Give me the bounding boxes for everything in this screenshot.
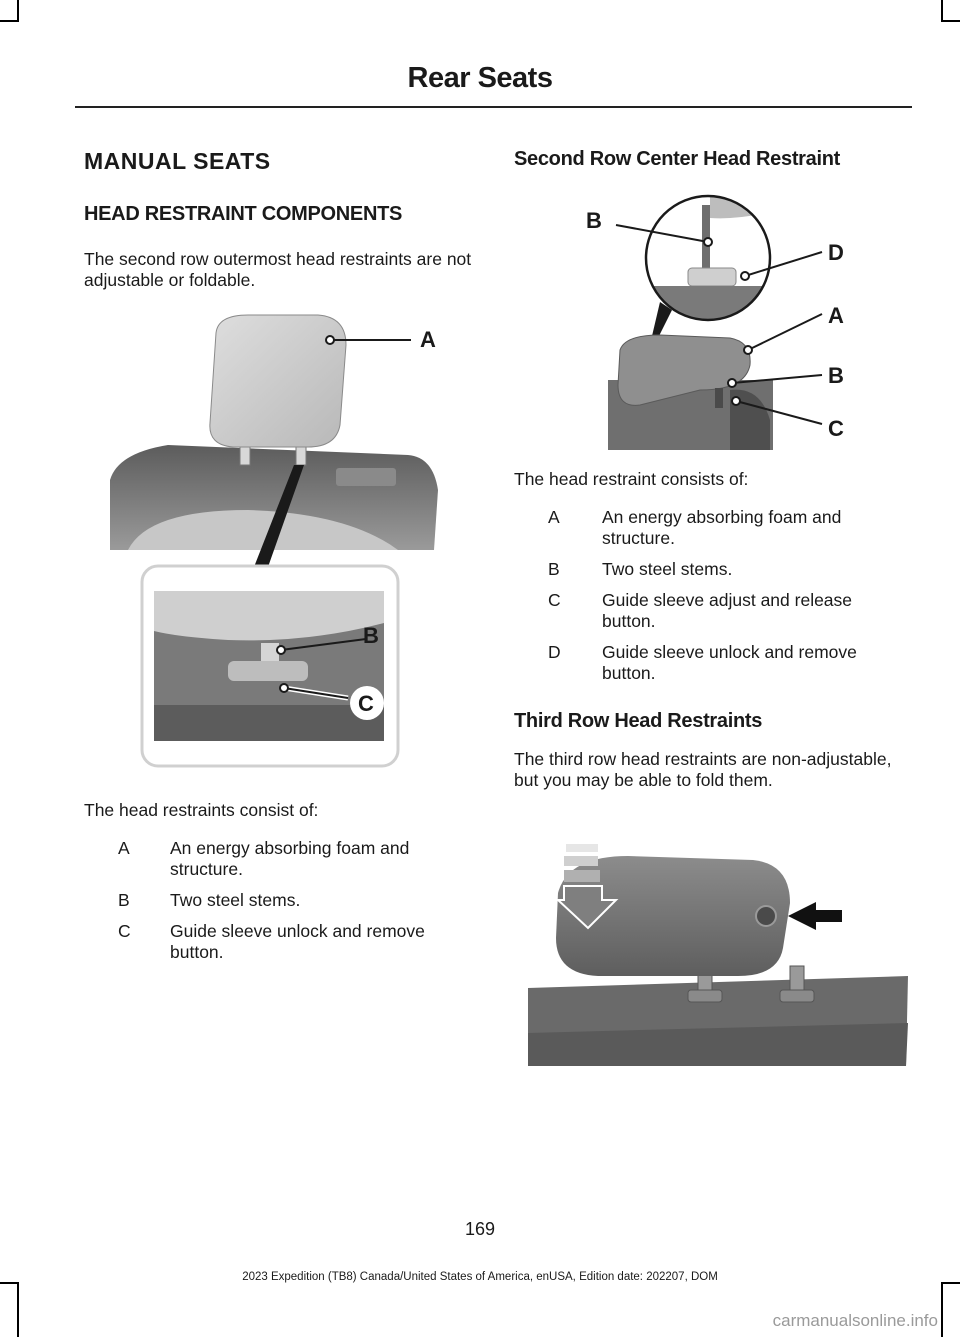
item-key: A — [548, 507, 560, 527]
callout-b: B — [586, 208, 602, 233]
edition-footer: 2023 Expedition (TB8) Canada/United Stat… — [242, 1271, 718, 1283]
center-restraint-title: Second Row Center Head Restraint — [514, 148, 841, 170]
list-intro: The head restraints consist of: — [84, 800, 319, 820]
page-header-title: Rear Seats — [407, 62, 553, 94]
outer-head-restraint-illustration: A B C — [110, 314, 438, 768]
item-key: D — [548, 642, 561, 662]
item-text: Two steel stems. — [170, 890, 301, 910]
list-item: A An energy absorbing foam and structure… — [548, 507, 908, 549]
crop-mark — [941, 0, 943, 22]
item-key: C — [118, 921, 131, 941]
list-item: B Two steel stems. — [548, 559, 908, 580]
callout-a: A — [420, 327, 436, 352]
item-key: B — [548, 559, 560, 579]
intro-paragraph: The second row outermost head restraints… — [84, 249, 472, 290]
item-text: An energy absorbing foam and structure. — [170, 838, 410, 879]
list-item: D Guide sleeve unlock and remove button. — [548, 642, 908, 684]
crop-mark — [0, 1282, 19, 1284]
crop-mark — [941, 20, 960, 22]
list-item: A An energy absorbing foam and structure… — [118, 838, 473, 880]
item-text: An energy absorbing foam and structure. — [602, 507, 842, 548]
center-head-restraint-illustration: B D A B C — [586, 194, 844, 450]
callout-a: A — [828, 303, 844, 328]
crop-mark — [17, 0, 19, 22]
item-key: A — [118, 838, 130, 858]
crop-mark — [17, 1282, 19, 1337]
item-key: C — [548, 590, 561, 610]
list-intro: The head restraint consists of: — [514, 469, 749, 489]
third-row-paragraph: The third row head restraints are non-ad… — [514, 749, 892, 790]
page-number: 169 — [464, 1219, 496, 1239]
item-text: Guide sleeve adjust and release button. — [602, 590, 853, 631]
callout-b: B — [828, 363, 844, 388]
callout-c: C — [828, 416, 844, 441]
item-key: B — [118, 890, 130, 910]
list-item: C Guide sleeve unlock and remove button. — [118, 921, 473, 963]
item-text: Two steel stems. — [602, 559, 733, 579]
site-watermark: carmanualsonline.info — [772, 1311, 938, 1330]
crop-mark — [941, 1282, 960, 1284]
list-item: C Guide sleeve adjust and release button… — [548, 590, 908, 632]
callout-d: D — [828, 240, 844, 265]
crop-mark — [941, 1282, 943, 1337]
callout-b: B — [363, 623, 379, 648]
parts-list: A An energy absorbing foam and structure… — [548, 507, 908, 694]
section-title: MANUAL SEATS — [84, 148, 271, 174]
subsection-title: HEAD RESTRAINT COMPONENTS — [84, 203, 403, 225]
callout-c: C — [358, 691, 374, 716]
list-item: B Two steel stems. — [118, 890, 473, 911]
item-text: Guide sleeve unlock and remove button. — [602, 642, 857, 683]
header-divider — [75, 106, 912, 108]
parts-list: A An energy absorbing foam and structure… — [118, 838, 473, 973]
item-text: Guide sleeve unlock and remove button. — [170, 921, 425, 962]
crop-mark — [0, 20, 19, 22]
third-row-title: Third Row Head Restraints — [514, 710, 763, 732]
third-row-head-restraint-illustration — [528, 844, 908, 1066]
